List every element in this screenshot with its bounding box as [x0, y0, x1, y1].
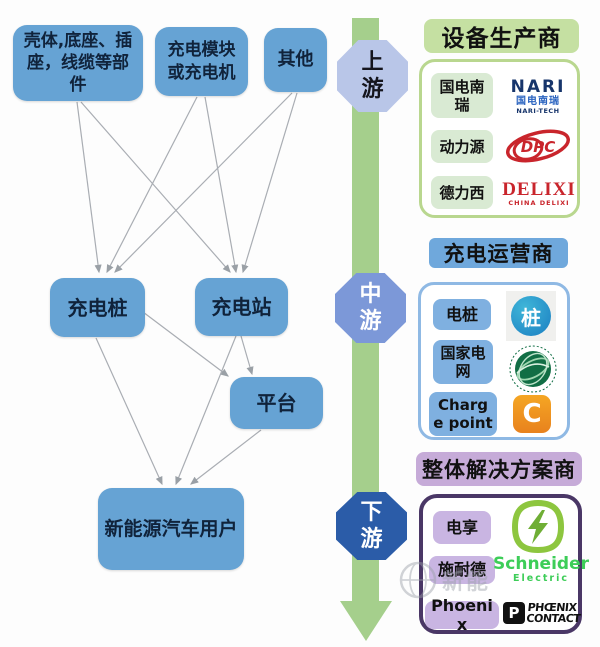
badge-midstream-label: 中游 — [359, 281, 382, 335]
nari-logo-chinese: 国电南瑞 — [516, 96, 560, 107]
nari-logo-text: NARI — [510, 77, 566, 97]
badge-upstream-label: 上游 — [361, 49, 384, 103]
badge-downstream-label: 下游 — [360, 499, 383, 553]
phoenix-contact-logo-mark: P — [503, 602, 525, 624]
schneider-logo-text: Schneider — [493, 554, 589, 574]
company-chip-chargepoint: Charge point — [429, 392, 497, 436]
company-chip-delixi: 德力西 — [431, 176, 493, 209]
flow-box-charging-module: 充电模块或充电机 — [155, 27, 248, 96]
delixi-logo: DELIXI CHINA DELIXI — [500, 180, 578, 208]
phoenix-contact-logo: P PHŒNIX CONTACT — [503, 601, 581, 625]
delixi-logo-text: DELIXI — [502, 179, 576, 200]
dpc-logo-text: DPC — [521, 138, 555, 156]
schneider-logo-caption: Electric — [513, 573, 569, 584]
panel-manufacturers: 国电南瑞 NARI 国电南瑞 NARI-TECH 动力源 DPC 德力西 DEL… — [419, 59, 580, 218]
badge-downstream: 下游 — [336, 492, 407, 560]
flow-box-ev-user: 新能源汽车用户 — [98, 488, 244, 570]
flow-box-parts: 壳体,底座、插座，线缆等部件 — [13, 25, 143, 101]
dianzhuang-logo-glyph: 桩 — [521, 305, 541, 330]
nari-logo-caption: NARI-TECH — [516, 107, 560, 115]
flow-box-platform: 平台 — [230, 377, 323, 429]
chargepoint-logo: C — [513, 395, 551, 433]
company-chip-nari: 国电南瑞 — [431, 73, 493, 118]
delixi-logo-caption: CHINA DELIXI — [508, 199, 570, 207]
company-chip-schneider: 施耐德 — [429, 556, 495, 584]
flow-box-charging-pile: 充电桩 — [50, 278, 145, 337]
section-title-solution-providers: 整体解决方案商 — [416, 452, 582, 486]
dianxiang-logo — [511, 499, 565, 554]
panel-solution-providers: 电享 施耐德 Schneider Electric Phoenix P PHŒN… — [419, 494, 589, 634]
company-chip-dianzhuang: 电桩 — [433, 299, 491, 330]
schneider-logo: Schneider Electric — [493, 556, 589, 585]
flow-box-charging-station: 充电站 — [195, 278, 288, 336]
dianzhuang-logo: 桩 — [506, 291, 556, 341]
section-title-operators: 充电运营商 — [429, 238, 568, 268]
badge-upstream: 上游 — [337, 40, 408, 112]
dianzhuang-logo-circle: 桩 — [511, 296, 551, 336]
flow-box-other: 其他 — [264, 28, 327, 92]
company-chip-dianxiang: 电享 — [433, 511, 491, 544]
badge-midstream: 中游 — [335, 273, 406, 343]
phoenix-contact-logo-line2: CONTACT — [525, 612, 581, 625]
section-title-manufacturers: 设备生产商 — [424, 19, 579, 53]
nari-logo: NARI 国电南瑞 NARI-TECH — [500, 79, 576, 116]
company-chip-phoenix: Phoenix — [425, 596, 499, 634]
dpc-logo: DPC — [506, 129, 570, 163]
company-chip-stategrid: 国家电网 — [433, 340, 493, 384]
industry-chain-arrow-head-icon — [340, 601, 392, 641]
stategrid-logo — [509, 345, 557, 393]
panel-operators: 电桩 桩 国家电网 Charge point C — [418, 282, 570, 440]
company-chip-dpc: 动力源 — [431, 130, 493, 163]
chargepoint-logo-glyph: C — [522, 399, 542, 429]
